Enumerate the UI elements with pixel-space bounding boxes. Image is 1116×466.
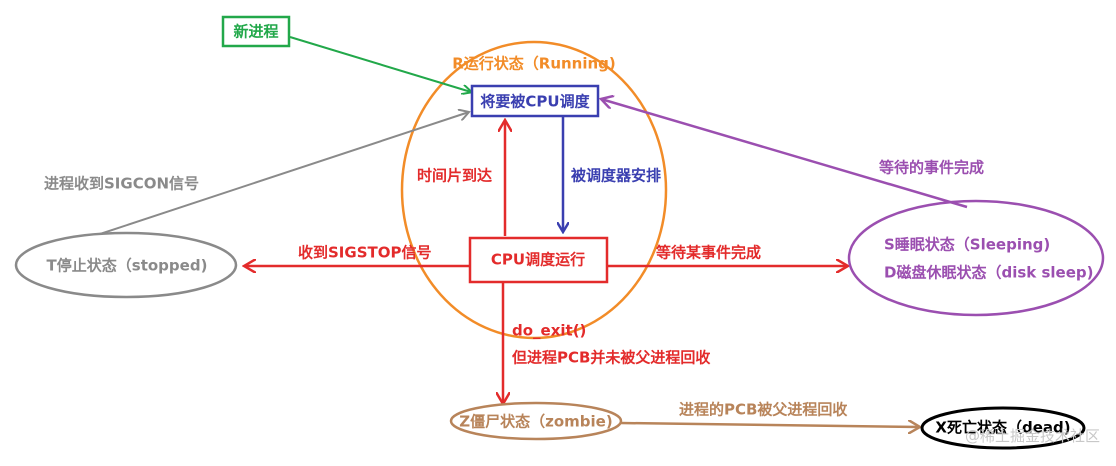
stopped-state-ellipse xyxy=(14,231,238,299)
edge-label-not-reaped: 但进程PCB并未被父进程回收 xyxy=(511,349,710,367)
zombie-state-label: Z僵尸状态（zombie) xyxy=(459,413,612,431)
sleeping-state-ellipse xyxy=(847,199,1105,317)
edge-stopped-to-scheduled xyxy=(99,112,469,235)
running-state-title: R运行状态（Running) xyxy=(452,55,616,73)
cpu-running-label: CPU调度运行 xyxy=(491,251,585,269)
edge-zombie-to-dead xyxy=(620,423,920,427)
stopped-state-label: T停止状态（stopped) xyxy=(47,257,208,275)
new-process-label: 新进程 xyxy=(233,23,278,41)
running-state-ellipse xyxy=(400,40,668,340)
dead-state-label: X死亡状态（dead) xyxy=(935,419,1070,437)
edge-label-wait-event: 等待某事件完成 xyxy=(656,244,761,262)
new-process-box xyxy=(221,15,291,48)
edge-label-sigcon: 进程收到SIGCON信号 xyxy=(44,175,199,193)
edge-label-time-slice: 时间片到达 xyxy=(417,167,492,185)
edge-label-sigstop: 收到SIGSTOP信号 xyxy=(298,244,431,262)
edge-sleeping-to-scheduled xyxy=(601,99,968,209)
to-be-scheduled-box xyxy=(470,84,600,118)
edge-label-reaped: 进程的PCB被父进程回收 xyxy=(679,401,847,419)
edge-new-to-scheduled xyxy=(289,36,471,92)
cpu-running-box xyxy=(468,236,609,284)
dead-state-ellipse xyxy=(920,406,1086,450)
watermark-text: @稀土掘金技术社区 xyxy=(965,427,1100,445)
zombie-state-ellipse xyxy=(449,401,623,441)
edge-label-event-done: 等待的事件完成 xyxy=(879,159,984,177)
edge-label-do-exit: do_exit() xyxy=(512,322,586,340)
sleeping-state-label-2: D磁盘休眠状态（disk sleep) xyxy=(884,264,1093,282)
to-be-scheduled-label: 将要被CPU调度 xyxy=(480,93,590,111)
sleeping-state-label-1: S睡眠状态（Sleeping) xyxy=(884,236,1050,254)
edge-label-scheduler-arranged: 被调度器安排 xyxy=(571,167,661,185)
